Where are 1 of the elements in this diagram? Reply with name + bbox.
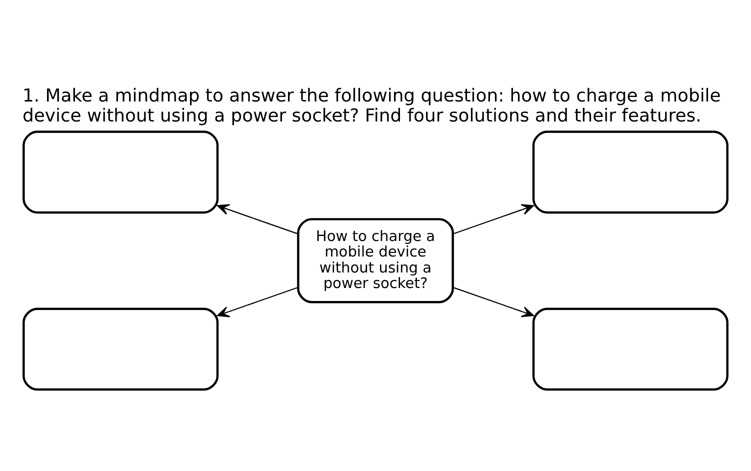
diagram-title: 1. Make a mindmap to answer the following question: how to charge a mobile device without using a power socket? Find four solutions and their features. [22,84,721,126]
